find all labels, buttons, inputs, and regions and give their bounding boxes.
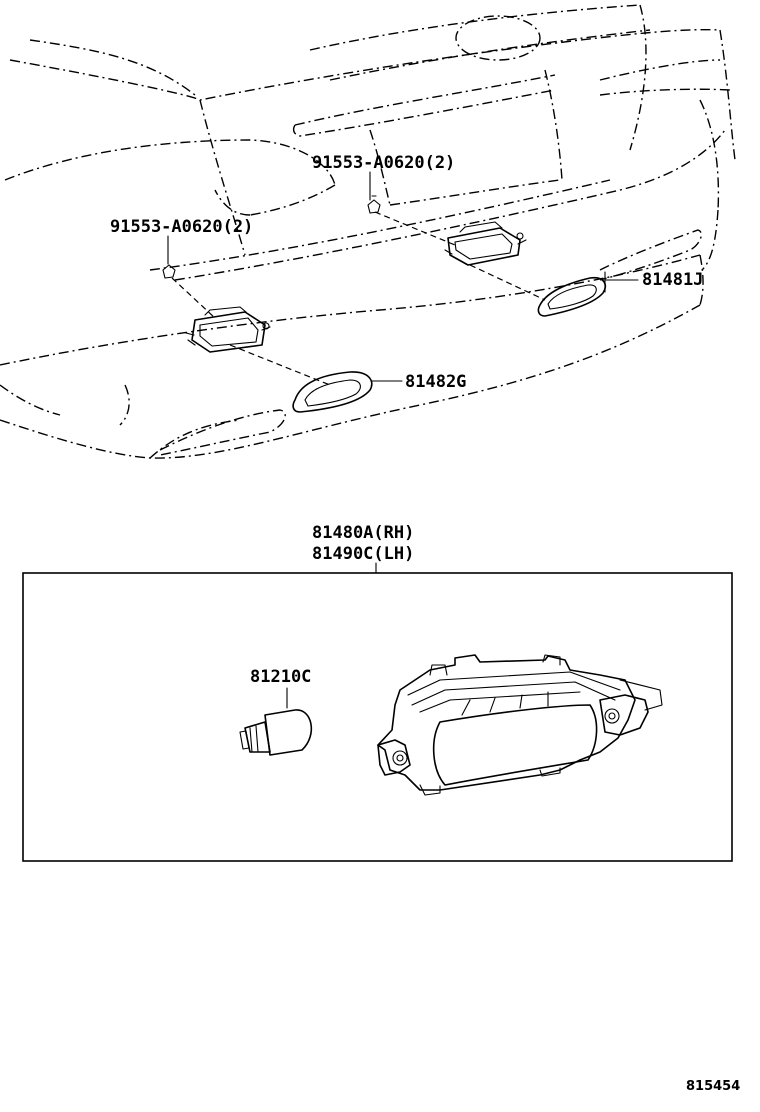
figure-id: 815454 [686,1079,740,1094]
label-bolt-left: 91553-A0620(2) [110,217,253,237]
lamp-assembly-detail [377,654,663,796]
lens-81482g-outline [292,371,373,413]
lamp-assembly-left-small [185,306,271,353]
label-bolt-right: 91553-A0620(2) [312,153,455,173]
label-bulb: 81210C [250,667,311,687]
bulb-icon [239,709,313,756]
lamp-assembly-right-small [444,221,527,266]
bolt-icon-right [367,195,381,214]
emblem-outline [455,15,541,61]
detail-frame [22,572,733,862]
vehicle-rear-outline [0,4,736,459]
label-lamp-rh: 81480A(RH) [312,523,414,543]
leader-lines [167,171,639,386]
label-lamp-lh: 81490C(LH) [312,544,414,564]
label-lens-81482g: 81482G [405,372,466,392]
bolt-icon-left [162,264,176,279]
lens-81481j-outline [537,276,606,317]
label-lens-81481j: 81481J [642,270,703,290]
